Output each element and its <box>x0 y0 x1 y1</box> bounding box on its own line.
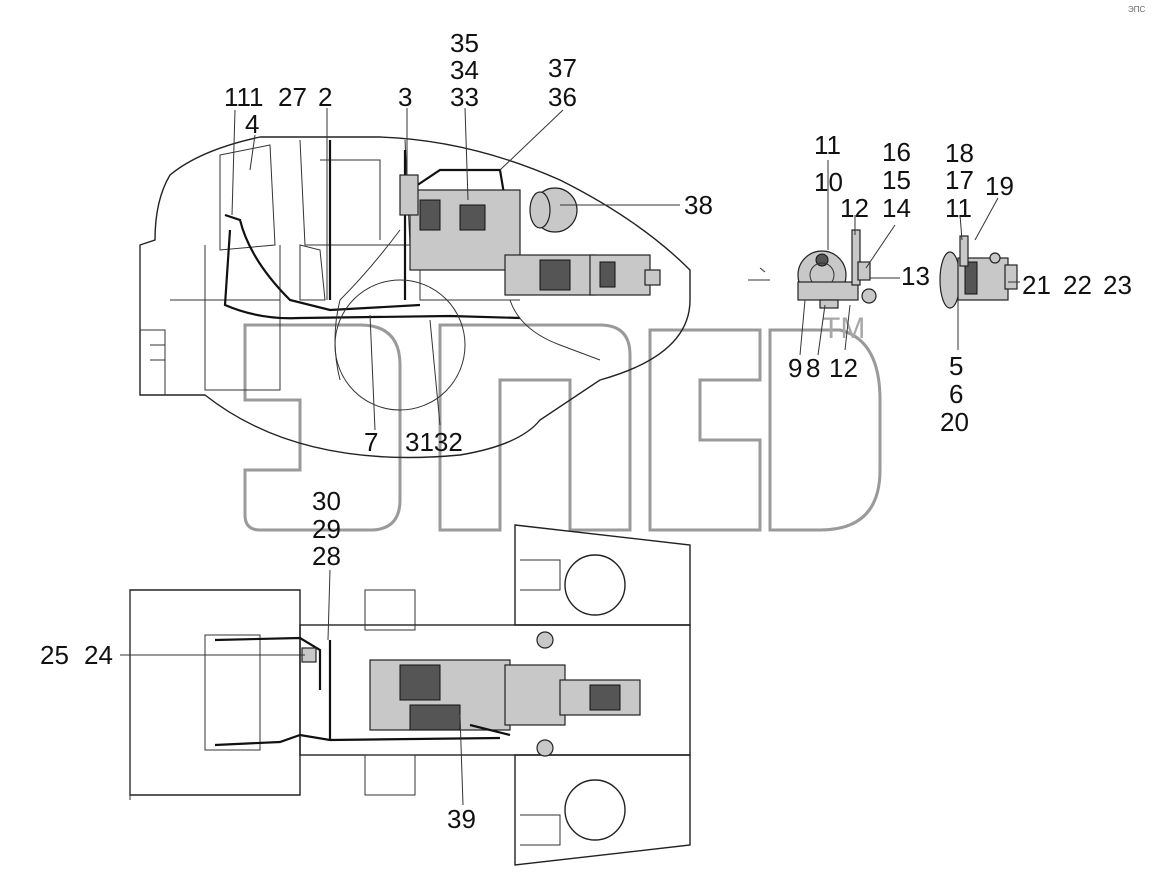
callout-38: 38 <box>684 190 713 220</box>
callout-2: 2 <box>318 82 332 112</box>
callout-24: 24 <box>84 640 113 670</box>
callout-33: 33 <box>450 82 479 112</box>
callout-19: 19 <box>985 171 1014 201</box>
bottom-leaders <box>120 569 464 806</box>
callout-3: 3 <box>398 82 412 112</box>
callout-18: 18 <box>945 138 974 168</box>
callout-15: 15 <box>882 165 911 195</box>
callout-22: 22 <box>1063 270 1092 300</box>
top-assembly <box>139 136 691 459</box>
watermark: TM <box>243 312 882 532</box>
callout-35: 35 <box>450 28 479 58</box>
corner-note: ЭПС <box>1128 5 1146 14</box>
callout-5: 5 <box>949 351 963 381</box>
callout-11-b: 11 <box>945 193 972 223</box>
callout-16: 16 <box>882 137 911 167</box>
compressor-leaders <box>799 160 1020 356</box>
callout-36: 36 <box>548 82 577 112</box>
top-leaders <box>231 107 680 431</box>
callout-11-a: 11 <box>814 130 841 160</box>
callout-34: 34 <box>450 55 479 85</box>
callout-10: 10 <box>814 167 843 197</box>
callout-27: 27 <box>278 82 307 112</box>
callout-111: 111 <box>224 82 264 112</box>
bottom-assembly <box>129 524 691 866</box>
callout-13: 13 <box>901 261 930 291</box>
callout-28: 28 <box>312 541 341 571</box>
callout-21: 21 <box>1022 270 1051 300</box>
callout-29: 29 <box>312 514 341 544</box>
callout-labels: 111 27 2 4 3 35 34 33 37 36 38 7 3132 11… <box>40 28 1132 834</box>
callout-39: 39 <box>447 804 476 834</box>
callout-12-b: 12 <box>829 353 858 383</box>
callout-3132: 3132 <box>405 427 463 457</box>
callout-9: 9 <box>788 353 802 383</box>
callout-23: 23 <box>1103 270 1132 300</box>
callout-8: 8 <box>806 353 820 383</box>
compressor-assembly <box>748 229 1018 309</box>
callout-12-a: 12 <box>840 193 869 223</box>
callout-17: 17 <box>945 165 974 195</box>
callout-25: 25 <box>40 640 69 670</box>
callout-30: 30 <box>312 486 341 516</box>
callout-6: 6 <box>949 379 963 409</box>
callout-14: 14 <box>882 193 911 223</box>
callout-7: 7 <box>364 427 378 457</box>
callout-37: 37 <box>548 53 577 83</box>
watermark-tm: TM <box>822 312 865 345</box>
callout-4: 4 <box>245 109 259 139</box>
callout-20: 20 <box>940 407 969 437</box>
